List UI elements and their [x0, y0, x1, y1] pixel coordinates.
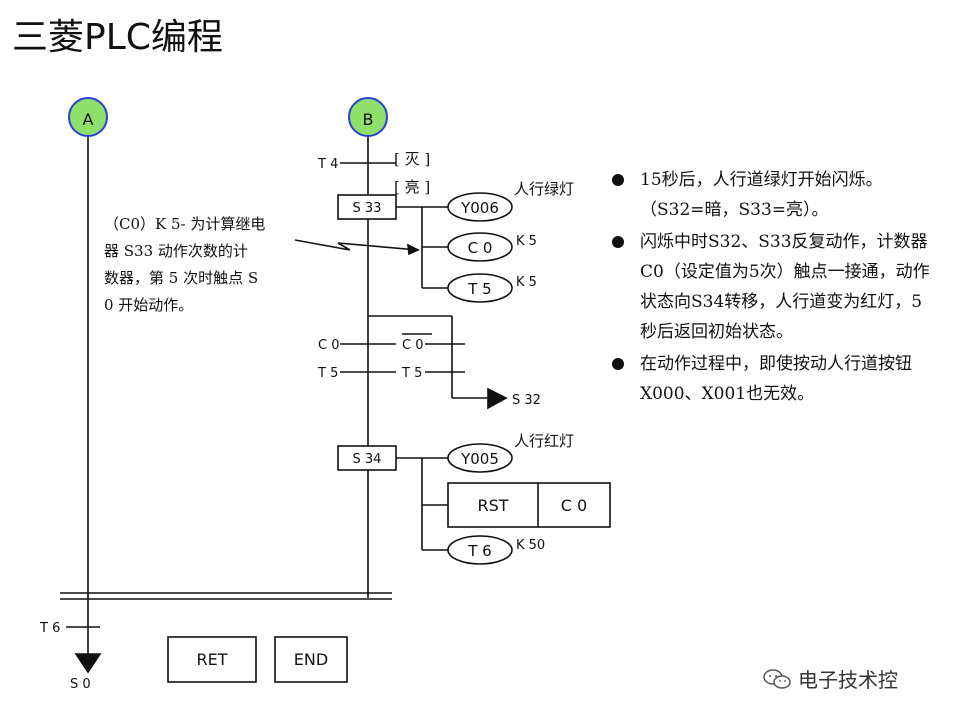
state-box-s34 [337, 445, 397, 471]
jump-arrow-s0 [74, 653, 102, 674]
contact-t4-label: T 4 [317, 157, 338, 172]
annotation-line-2: 器 S33 动作次数的计 [104, 242, 248, 260]
page-title: 三菱PLC编程 [12, 17, 223, 58]
watermark: 电子技术控 [762, 664, 898, 693]
bus-a-label: A [83, 110, 94, 129]
end-box [274, 636, 348, 683]
coil-y006-desc: 人行绿灯 [514, 180, 574, 198]
coil-c0 [447, 232, 513, 262]
rst-box [447, 482, 611, 528]
notes-list: 15秒后，人行道绿灯开始闪烁。（S32=暗，S33=亮）。 闪烁中时S32、S3… [610, 165, 930, 411]
state-s34-label: S 34 [353, 452, 382, 467]
coil-t6 [447, 535, 513, 565]
state-s33-label: S 33 [353, 201, 382, 216]
end-label: END [294, 650, 328, 669]
coil-y005-desc: 人行红灯 [514, 432, 574, 450]
coil-t6-k: K 50 [516, 538, 545, 553]
coil-t6-label: T 6 [467, 542, 491, 560]
coil-c0-label: C 0 [468, 239, 493, 257]
coil-y005-label: Y005 [460, 450, 499, 468]
state-box-s33 [337, 194, 397, 220]
annotation-arrow [294, 239, 419, 251]
state-s0-label: S 0 [70, 677, 91, 692]
note-item: 15秒后，人行道绿灯开始闪烁。（S32=暗，S33=亮）。 [610, 165, 930, 225]
contact-t5-right-label: T 5 [401, 366, 422, 381]
ret-label: RET [197, 650, 228, 669]
bullet-icon [612, 236, 624, 248]
state-s32-label: S 32 [512, 393, 541, 408]
coil-y006 [447, 192, 513, 222]
note-item: 闪烁中时S32、S33反复动作，计数器C0（设定值为5次）触点一接通，动作状态向… [610, 227, 930, 347]
ret-box [167, 636, 257, 683]
annotation-line-3: 数器，第 5 次时触点 S [104, 269, 258, 287]
coil-y006-label: Y006 [460, 199, 499, 217]
contact-t5-left-label: T 5 [317, 366, 338, 381]
contact-t6-label: T 6 [39, 621, 60, 636]
note-item: 在动作过程中，即使按动人行道按钮X000、X001也无效。 [610, 349, 930, 409]
wechat-icon [763, 668, 791, 689]
coil-y005 [447, 443, 513, 473]
jump-arrow-s32 [487, 387, 508, 410]
coil-t5-label: T 5 [467, 280, 491, 298]
coil-t5-k: K 5 [516, 275, 537, 290]
annotation-line-4: 0 开始动作。 [104, 296, 193, 314]
bullet-icon [612, 358, 624, 370]
watermark-text: 电子技术控 [798, 668, 898, 692]
annotation-line-1: （C0）K 5- 为计算继电 [104, 215, 265, 233]
bus-b-label: B [363, 110, 374, 129]
state-off-label: [ 灭 ] [394, 150, 430, 168]
bus-b-circle [348, 97, 388, 137]
coil-c0-k: K 5 [516, 234, 537, 249]
rst-target-label: C 0 [561, 496, 587, 515]
rst-label: RST [477, 496, 508, 515]
bus-a-circle [68, 97, 108, 137]
coil-t5 [447, 273, 513, 303]
state-on-label: [ 亮 ] [394, 178, 430, 196]
contact-c0-left-label: C 0 [318, 338, 339, 353]
bullet-icon [612, 174, 624, 186]
contact-c0-right-label: C 0 [402, 338, 423, 353]
